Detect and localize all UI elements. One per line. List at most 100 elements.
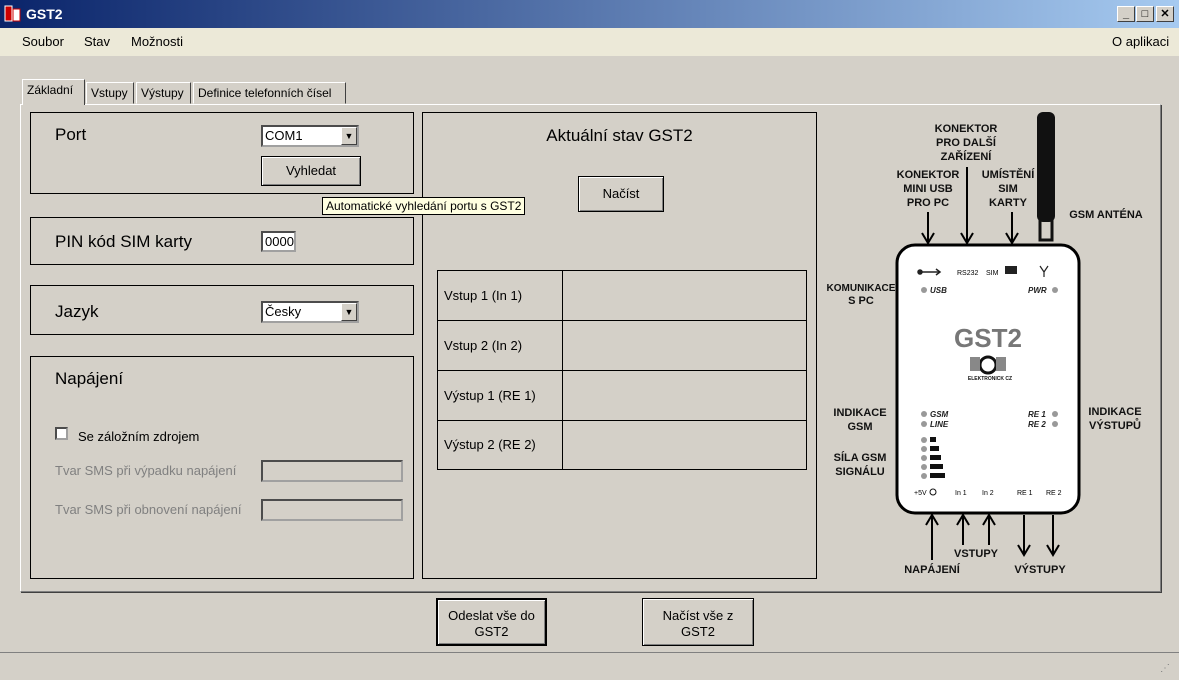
callout-usb-1: KONEKTOR bbox=[897, 169, 960, 181]
menu-bar: Soubor Stav Možnosti O aplikaci bbox=[0, 28, 1179, 56]
state-table: Vstup 1 (In 1) Vstup 2 (In 2) Výstup 1 (… bbox=[437, 270, 807, 470]
read-state-button[interactable]: Načíst bbox=[578, 176, 664, 212]
callout-sim-1: UMÍSTĚNÍ bbox=[982, 168, 1036, 181]
state-row-label: Výstup 1 (RE 1) bbox=[444, 388, 536, 403]
label-5v: +5V bbox=[914, 490, 927, 497]
power-label: Napájení bbox=[55, 369, 124, 388]
signal-strength-icon bbox=[930, 437, 945, 478]
resize-grip-icon[interactable]: ⋰ bbox=[1160, 663, 1170, 674]
label-re1: RE 1 bbox=[1028, 410, 1046, 419]
backup-source-label: Se záložním zdrojem bbox=[78, 429, 200, 444]
label-re2-out: RE 2 bbox=[1046, 490, 1062, 497]
state-group: Aktuální stav GST2 Načíst Vstup 1 (In 1)… bbox=[422, 112, 817, 579]
close-button[interactable]: ✕ bbox=[1156, 6, 1174, 22]
usb-icon bbox=[917, 268, 942, 276]
callout-pc-1: KOMUNIKACE bbox=[827, 283, 896, 294]
minimize-button[interactable]: _ bbox=[1117, 6, 1135, 22]
window-title: GST2 bbox=[26, 6, 63, 22]
label-line: LINE bbox=[930, 420, 949, 429]
send-all-label-1: Odeslat vše do bbox=[448, 608, 535, 623]
brand-logo-icon bbox=[970, 355, 1006, 375]
label-in2: In 2 bbox=[982, 490, 994, 497]
tab-panel bbox=[20, 104, 1161, 592]
tab-vystupy[interactable]: Výstupy bbox=[136, 82, 191, 104]
send-all-label-2: GST2 bbox=[474, 624, 509, 639]
pin-label: PIN kód SIM karty bbox=[55, 232, 192, 251]
table-row: Výstup 1 (RE 1) bbox=[438, 371, 806, 421]
label-re1-out: RE 1 bbox=[1017, 490, 1033, 497]
tab-vstupy[interactable]: Vstupy bbox=[86, 82, 134, 104]
callout-inputs: VSTUPY bbox=[954, 548, 999, 560]
menu-soubor[interactable]: Soubor bbox=[22, 34, 64, 49]
language-select-value: Česky bbox=[265, 304, 302, 319]
table-row: Vstup 1 (In 1) bbox=[438, 271, 806, 321]
callout-out-ind-1: INDIKACE bbox=[1088, 406, 1141, 418]
sms-outage-label: Tvar SMS při výpadku napájení bbox=[55, 463, 237, 478]
search-port-button[interactable]: Vyhledat bbox=[261, 156, 361, 186]
tab-zakladni[interactable]: Základní bbox=[22, 79, 85, 105]
read-all-label-1: Načíst vše z bbox=[662, 608, 734, 623]
antenna-icon bbox=[1039, 265, 1049, 277]
language-group: Jazyk Česky ▼ bbox=[30, 285, 414, 335]
label-usb: USB bbox=[930, 286, 947, 295]
chevron-down-icon[interactable]: ▼ bbox=[341, 127, 357, 145]
callout-signal-2: SIGNÁLU bbox=[835, 465, 885, 478]
label-gsm: GSM bbox=[930, 410, 949, 419]
callout-connector-other-2: PRO DALŠÍ bbox=[936, 136, 997, 149]
callout-signal-1: SÍLA GSM bbox=[834, 451, 887, 464]
callout-power: NAPÁJENÍ bbox=[904, 563, 961, 576]
sms-outage-input[interactable] bbox=[261, 460, 403, 482]
pin-group: PIN kód SIM karty 0000 bbox=[30, 217, 414, 265]
port-select[interactable]: COM1 ▼ bbox=[261, 125, 359, 147]
state-row-label: Výstup 2 (RE 2) bbox=[444, 437, 536, 452]
label-rs232: RS232 bbox=[957, 270, 979, 277]
port-label: Port bbox=[55, 125, 87, 144]
callout-antenna: GSM ANTÉNA bbox=[1069, 208, 1143, 221]
language-label: Jazyk bbox=[55, 302, 99, 321]
device-name: GST2 bbox=[954, 323, 1022, 353]
callout-connector-other-3: ZAŘÍZENÍ bbox=[941, 150, 993, 163]
sim-icon bbox=[1005, 266, 1017, 274]
device-body bbox=[895, 243, 1081, 515]
read-all-button[interactable]: Načíst vše z GST2 bbox=[642, 598, 754, 646]
port-select-value: COM1 bbox=[265, 128, 303, 143]
label-re2: RE 2 bbox=[1028, 420, 1046, 429]
app-icon bbox=[4, 5, 21, 22]
menu-moznosti[interactable]: Možnosti bbox=[131, 34, 184, 49]
table-row: Vstup 2 (In 2) bbox=[438, 321, 806, 371]
sms-restore-input[interactable] bbox=[261, 499, 403, 521]
backup-source-checkbox[interactable] bbox=[55, 427, 68, 440]
callout-connector-other-1: KONEKTOR bbox=[935, 123, 998, 135]
callout-usb-3: PRO PC bbox=[907, 197, 949, 209]
read-all-label-2: GST2 bbox=[681, 624, 715, 639]
callout-gsm-ind-1: INDIKACE bbox=[833, 407, 886, 419]
search-port-tooltip: Automatické vyhledání portu s GST2 bbox=[322, 197, 526, 215]
callout-sim-2: SIM bbox=[998, 183, 1018, 195]
state-title: Aktuální stav GST2 bbox=[546, 126, 693, 145]
callout-gsm-ind-2: GSM bbox=[847, 421, 872, 433]
sms-restore-label: Tvar SMS při obnovení napájení bbox=[55, 502, 242, 517]
callout-usb-2: MINI USB bbox=[903, 183, 953, 195]
brand-text: ELEKTRONICK CZ bbox=[968, 376, 1012, 382]
chevron-down-icon[interactable]: ▼ bbox=[341, 303, 357, 321]
label-pwr: PWR bbox=[1028, 286, 1047, 295]
menu-about[interactable]: O aplikaci bbox=[1112, 34, 1170, 49]
pin-input[interactable]: 0000 bbox=[261, 231, 296, 252]
maximize-button[interactable]: □ bbox=[1136, 6, 1154, 22]
send-all-button[interactable]: Odeslat vše do GST2 bbox=[436, 598, 547, 646]
port-group: Port COM1 ▼ Vyhledat bbox=[30, 112, 414, 194]
language-select[interactable]: Česky ▼ bbox=[261, 301, 359, 323]
tab-definice[interactable]: Definice telefonních čísel bbox=[193, 82, 346, 104]
callout-pc-2: S PC bbox=[848, 295, 874, 307]
state-row-label: Vstup 2 (In 2) bbox=[444, 338, 523, 353]
callout-out-ind-2: VÝSTUPŮ bbox=[1089, 418, 1141, 432]
status-bar: ⋰ bbox=[0, 652, 1179, 680]
table-row: Výstup 2 (RE 2) bbox=[438, 421, 806, 469]
callout-sim-3: KARTY bbox=[989, 197, 1028, 209]
title-bar: GST2 _ □ ✕ bbox=[0, 0, 1179, 28]
device-diagram: KONEKTOR PRO DALŠÍ ZAŘÍZENÍ KONEKTOR MIN… bbox=[827, 112, 1143, 576]
state-row-label: Vstup 1 (In 1) bbox=[444, 288, 523, 303]
menu-stav[interactable]: Stav bbox=[84, 34, 111, 49]
gsm-antenna-icon bbox=[1037, 112, 1055, 242]
power-group: Napájení Se záložním zdrojem Tvar SMS př… bbox=[30, 356, 414, 579]
